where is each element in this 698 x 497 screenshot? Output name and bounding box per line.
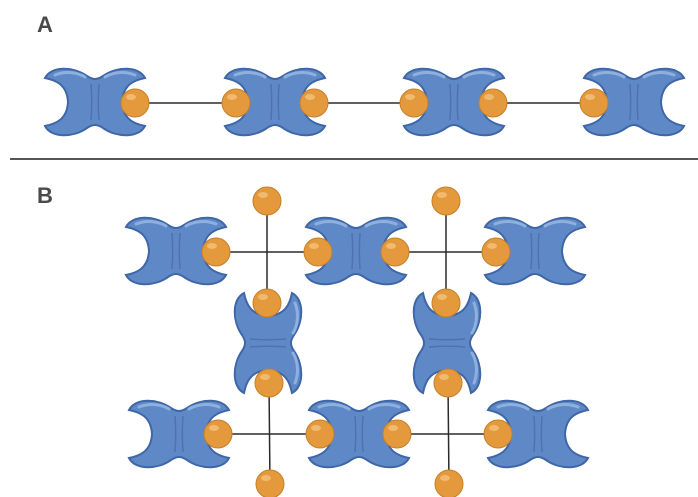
- ligand-ball-icon: [579, 88, 609, 118]
- ligand-ball-icon: [380, 237, 410, 267]
- ligand-ball-icon: [221, 88, 251, 118]
- ligand-ball-icon: [431, 186, 461, 216]
- ligand-ball-icon: [399, 88, 429, 118]
- ligand-ball-icon: [305, 419, 335, 449]
- ligand-ball-icon: [203, 419, 233, 449]
- ligand-ball-icon: [299, 88, 329, 118]
- panel-a-chain: [43, 67, 686, 137]
- ligand-ball-icon: [434, 469, 464, 497]
- ligand-ball-icon: [252, 186, 282, 216]
- ligand-ball-icon: [201, 237, 231, 267]
- panel-b-network: [124, 186, 590, 497]
- ligand-ball-icon: [478, 88, 508, 118]
- ligand-ball-icon: [303, 237, 333, 267]
- panel-divider: [10, 158, 698, 160]
- panel-b-label: B: [37, 183, 53, 208]
- ligand-ball-icon: [252, 288, 282, 318]
- ligand-ball-icon: [433, 368, 463, 398]
- ligand-ball-icon: [254, 368, 284, 398]
- ligand-ball-icon: [483, 419, 513, 449]
- panel-a-label: A: [37, 12, 53, 37]
- ligand-ball-icon: [382, 419, 412, 449]
- ligand-ball-icon: [120, 88, 150, 118]
- ligand-ball-icon: [481, 237, 511, 267]
- ligand-ball-icon: [431, 288, 461, 318]
- ligand-ball-icon: [255, 469, 285, 497]
